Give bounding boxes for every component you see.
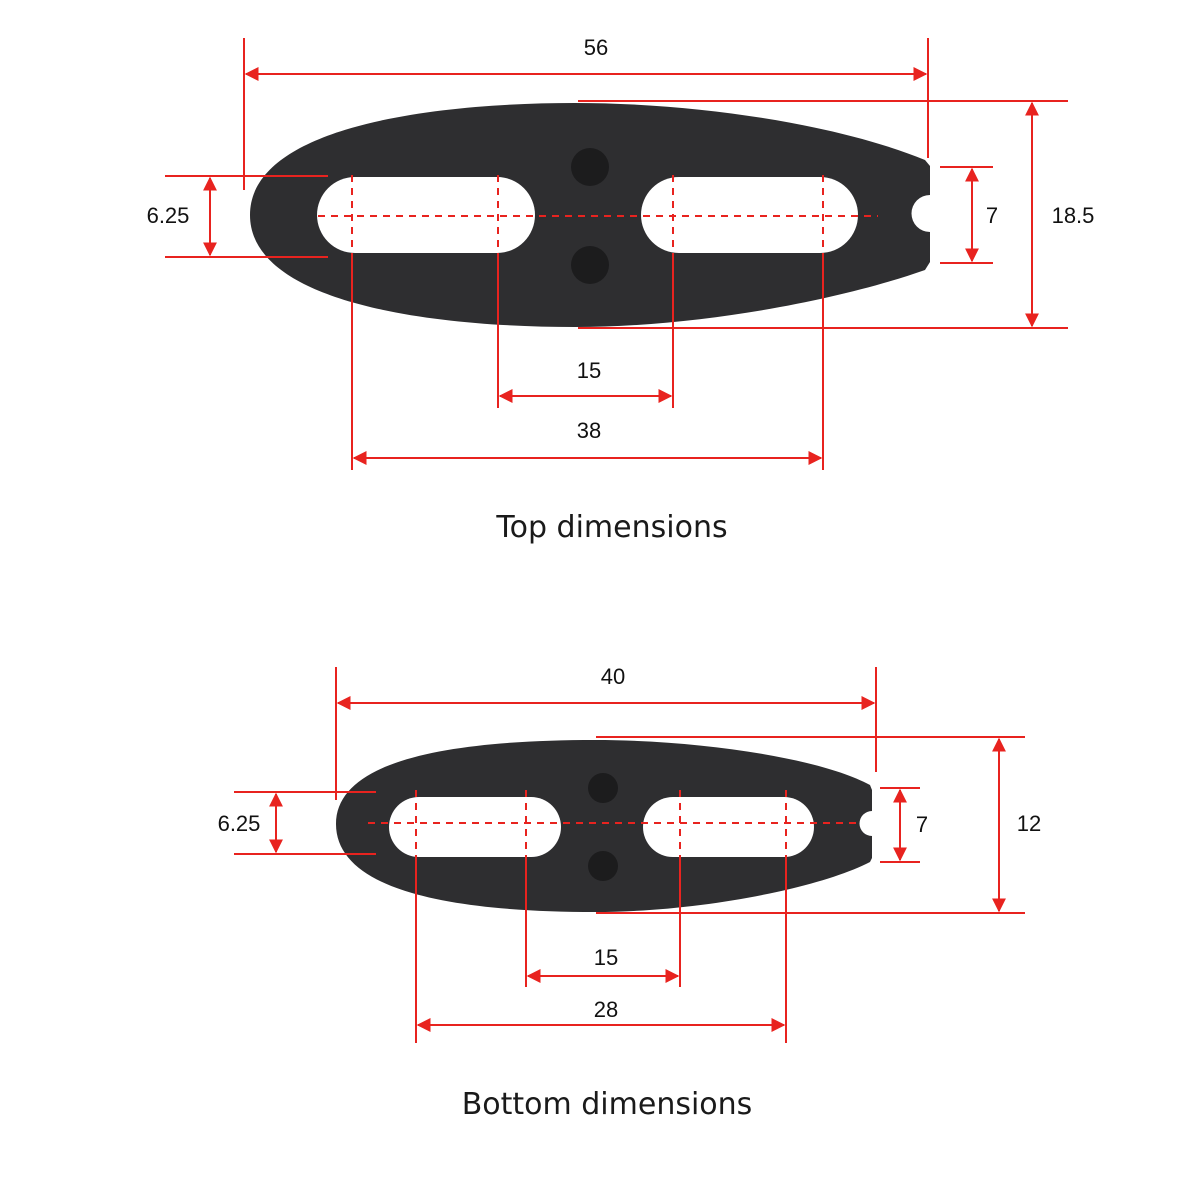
bottom-tail-width-label: 7 <box>916 812 928 837</box>
top-overall-length-label: 56 <box>584 35 608 60</box>
top-outer-spacing-label: 38 <box>577 418 601 443</box>
top-inner-spacing-label: 15 <box>577 358 601 383</box>
bottom-upper-screw <box>588 773 618 803</box>
top-tail-width-label: 7 <box>986 203 998 228</box>
top-bracket-drawing <box>250 103 930 327</box>
bottom-overall-length-label: 40 <box>601 664 625 689</box>
bottom-slot-width-label: 6.25 <box>218 811 261 836</box>
top-caption: Top dimensions <box>495 510 727 545</box>
top-lower-screw <box>571 246 609 284</box>
bottom-outer-spacing-label: 28 <box>594 997 618 1022</box>
top-bracket-body <box>250 103 930 327</box>
top-dimension-labels: 56 6.25 7 18.5 15 38 Top dimensions <box>147 35 1095 545</box>
top-height-label: 18.5 <box>1052 203 1095 228</box>
bottom-bracket-body <box>336 740 872 912</box>
top-slot-width-label: 6.25 <box>147 203 190 228</box>
bottom-right-slot <box>643 797 814 857</box>
bottom-left-slot <box>389 797 561 857</box>
bottom-caption: Bottom dimensions <box>462 1087 753 1122</box>
top-upper-screw <box>571 148 609 186</box>
bottom-bracket-drawing <box>336 740 872 912</box>
bottom-dimension-labels: 40 6.25 7 12 15 28 Bottom dimensions <box>218 664 1042 1122</box>
bottom-dimension-lines <box>234 667 1025 1043</box>
bottom-height-label: 12 <box>1017 811 1041 836</box>
top-dimension-lines <box>165 38 1068 470</box>
bottom-inner-spacing-label: 15 <box>594 945 618 970</box>
bottom-lower-screw <box>588 851 618 881</box>
